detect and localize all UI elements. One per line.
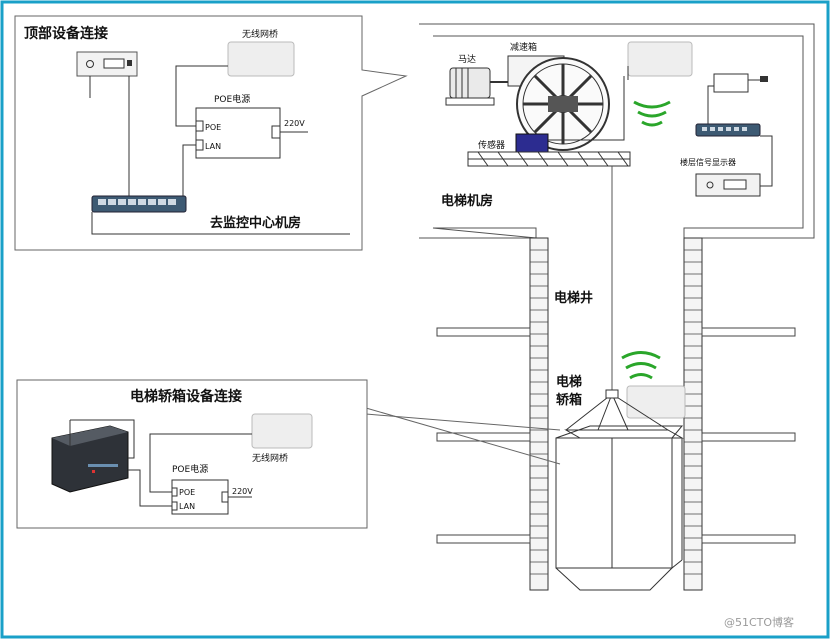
- car-port-lan-label: LAN: [179, 502, 195, 511]
- car-wireless-bridge-icon: [626, 385, 686, 419]
- shaft-left-wall: [529, 237, 549, 591]
- top-panel-title: 顶部设备连接: [24, 25, 108, 42]
- car-panel-title: 电梯轿箱设备连接: [130, 388, 242, 405]
- car-voltage-label: 220V: [232, 487, 253, 496]
- motor-label: 马达: [458, 53, 476, 65]
- floor-slabs: [436, 327, 796, 544]
- dvr-device-icon: [51, 425, 129, 493]
- sensor-label: 传感器: [478, 139, 505, 151]
- support-beam: [467, 151, 631, 167]
- voltage-label: 220V: [284, 119, 305, 128]
- elevator-car: [555, 389, 684, 591]
- poe-supply-label: POE电源: [214, 93, 250, 105]
- wireless-bridge-label: 无线网桥: [242, 28, 278, 40]
- gearbox-label: 减速箱: [510, 41, 537, 53]
- wifi-wave-icon: [633, 100, 671, 127]
- car-poe-supply-label: POE电源: [172, 463, 208, 475]
- car-port-poe-label: POE: [179, 488, 195, 497]
- machine-room-bridge-icon: [627, 41, 693, 77]
- poe-port-box: [195, 120, 204, 132]
- floor-display-icon: [695, 173, 761, 197]
- network-switch: [91, 195, 187, 213]
- car-label-line2: 轿箱: [556, 392, 582, 408]
- sheave-wheel-icon: [516, 57, 610, 151]
- machine-room-title: 电梯机房: [441, 193, 493, 209]
- car-wifi-wave-icon: [621, 351, 661, 380]
- car-panel-bridge-label: 无线网桥: [252, 452, 288, 464]
- car-lan-port-box: [171, 501, 178, 511]
- car-poe-supply-box: [171, 479, 229, 515]
- car-callout-line-mid: [365, 413, 561, 431]
- car-callout-line-top: [365, 407, 561, 465]
- sensor-box: [515, 133, 549, 153]
- floor-display-label: 楼层信号显示器: [680, 157, 736, 167]
- shaft-right-wall: [683, 237, 703, 591]
- car-power-jack: [221, 491, 229, 503]
- car-poe-port-box: [171, 487, 178, 497]
- machine-room-outline: [419, 23, 815, 239]
- car-label-line1: 电梯: [556, 374, 582, 390]
- power-jack: [271, 125, 281, 139]
- plug-icon: [760, 76, 768, 82]
- port-poe-label: POE: [205, 123, 221, 132]
- watermark: @51CTO博客: [724, 615, 794, 629]
- port-lan-label: LAN: [205, 142, 221, 151]
- floor-display-device: [76, 51, 138, 77]
- poe-supply-box: [195, 107, 281, 159]
- shaft-label: 电梯井: [554, 290, 593, 306]
- wireless-bridge-icon: [227, 41, 295, 77]
- machine-room-switch: [695, 123, 761, 137]
- to-monitor-center-label: 去监控中心机房: [210, 215, 301, 231]
- machine-room-poe-box: [713, 73, 749, 93]
- lan-port-box: [195, 139, 204, 151]
- car-panel-bridge-icon: [251, 413, 313, 449]
